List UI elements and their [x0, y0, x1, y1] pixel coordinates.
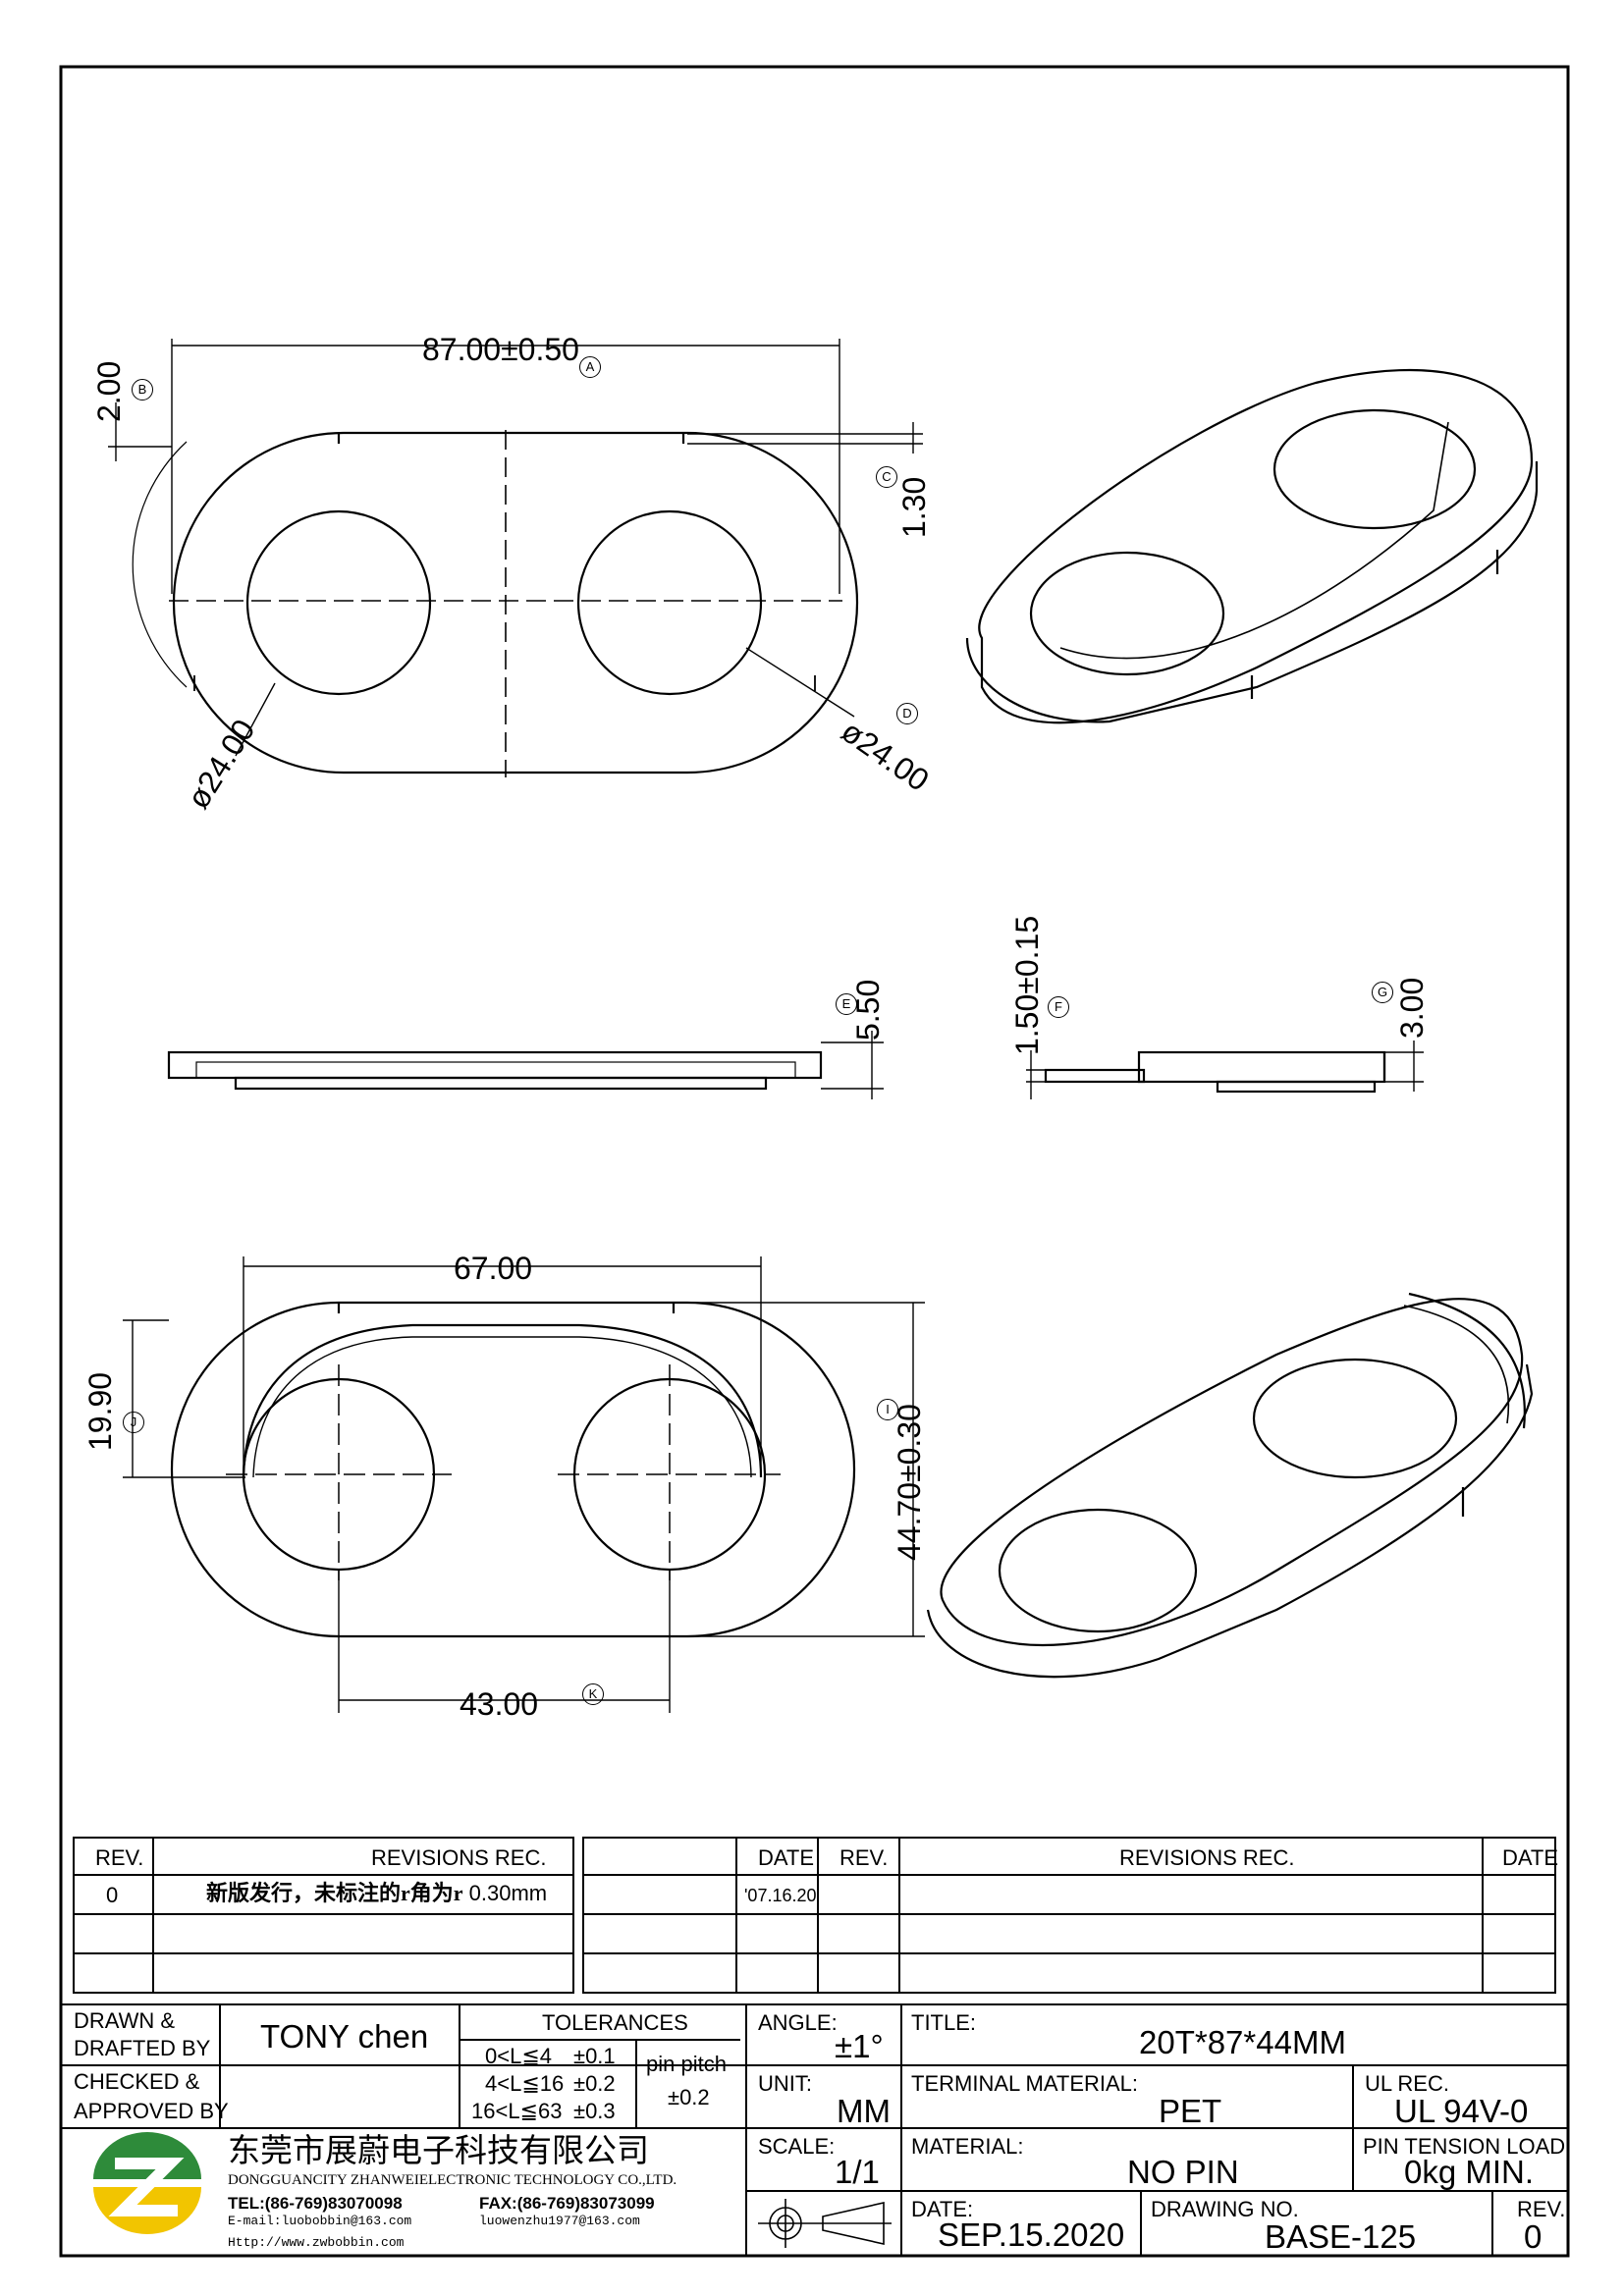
pin-tension-label: PIN TENSION LOAD:	[1363, 2134, 1572, 2159]
company-email-2: luowenzhu1977@163.com	[479, 2214, 640, 2228]
dim-thickness: 1.50±0.15	[1009, 915, 1045, 1055]
tol-value-1: ±0.2	[573, 2071, 616, 2096]
material-value: NO PIN	[1127, 2154, 1239, 2190]
tol-value-2: ±0.3	[573, 2099, 616, 2123]
ref-g: G	[1372, 982, 1393, 1003]
top-view	[108, 339, 923, 777]
drawing-no-label: DRAWING NO.	[1151, 2197, 1299, 2221]
ref-c: C	[876, 466, 897, 488]
terminal-value: PET	[1159, 2093, 1222, 2129]
iso-view-bottom	[926, 1292, 1534, 1679]
side-view	[167, 1031, 884, 1099]
company-tel: TEL:(86-769)83070098	[228, 2194, 403, 2213]
pin-tension-value: 0kg MIN.	[1404, 2154, 1535, 2190]
tol-value-0: ±0.1	[573, 2044, 616, 2068]
pin-pitch-label: pin pitch	[646, 2052, 727, 2076]
approved-label: APPROVED BY	[74, 2099, 229, 2123]
rev-row-0-desc: 新版发行，未标注的r角为r 0.30mm	[206, 1881, 548, 1905]
drawn-value: TONY chen	[260, 2018, 429, 2055]
drafted-label: DRAFTED BY	[74, 2036, 211, 2060]
rev-header-right: REV.	[839, 1845, 889, 1870]
tol-range-1: 4<L≦16	[485, 2071, 565, 2096]
bottom-view	[123, 1256, 925, 1713]
dim-height-total: 5.50	[850, 979, 886, 1041]
company-name-en: DONGGUANCITY ZHANWEIELECTRONIC TECHNOLOG…	[228, 2172, 677, 2188]
company-web: Http://www.zwbobbin.com	[228, 2235, 405, 2250]
dim-inner-span: 67.00	[454, 1251, 533, 1286]
ref-j: J	[123, 1412, 144, 1433]
ref-a: A	[579, 356, 601, 378]
dim-step: 1.30	[896, 476, 932, 538]
dim-length: 87.00±0.50	[422, 332, 579, 367]
ul-label: UL REC.	[1365, 2071, 1449, 2096]
tolerances-label: TOLERANCES	[542, 2010, 688, 2035]
pin-pitch-value: ±0.2	[668, 2085, 710, 2109]
projection-symbol	[758, 2199, 892, 2248]
title-label: TITLE:	[911, 2010, 977, 2035]
title-value: 20T*87*44MM	[1139, 2024, 1346, 2060]
company-fax: FAX:(86-769)83073099	[479, 2194, 655, 2213]
company-logo	[93, 2132, 201, 2234]
rev-label: REV.	[1517, 2197, 1566, 2221]
dim-pitch: 43.00	[460, 1686, 539, 1722]
date-header-right: DATE	[1502, 1845, 1559, 1870]
rec-header-right: REVISIONS REC.	[1119, 1845, 1295, 1870]
rev-row-0: 0	[106, 1883, 119, 1907]
unit-value: MM	[837, 2093, 891, 2129]
dim-lip: 2.00	[91, 360, 127, 422]
unit-label: UNIT:	[758, 2071, 812, 2096]
end-view	[1026, 1041, 1424, 1099]
rev-value: 0	[1524, 2218, 1543, 2255]
drawing-border	[59, 65, 1570, 2258]
material-label: MATERIAL:	[911, 2134, 1024, 2159]
drawn-label: DRAWN &	[74, 2008, 176, 2033]
rec-header-left: REVISIONS REC.	[371, 1845, 547, 1870]
ref-d: D	[896, 703, 918, 724]
revision-table	[73, 1837, 1556, 1994]
ref-k: K	[582, 1683, 604, 1705]
ref-b: B	[132, 379, 153, 400]
ref-i: I	[877, 1399, 898, 1420]
date-value: SEP.15.2020	[938, 2216, 1125, 2253]
dim-rim-height: 3.00	[1394, 977, 1430, 1039]
ref-e: E	[836, 993, 857, 1015]
scale-label: SCALE:	[758, 2134, 836, 2159]
terminal-label: TERMINAL MATERIAL:	[911, 2071, 1139, 2096]
tol-range-0: 0<L≦4	[485, 2044, 552, 2068]
checked-label: CHECKED &	[74, 2069, 200, 2094]
angle-label: ANGLE:	[758, 2010, 838, 2035]
angle-value: ±1°	[835, 2028, 884, 2064]
dim-width: 44.70±0.30	[892, 1404, 927, 1561]
date-label: DATE:	[911, 2197, 974, 2221]
rev-row-0-date: '07.16.20	[744, 1886, 817, 1905]
rev-header-left: REV.	[95, 1845, 144, 1870]
company-email: E-mail:luobobbin@163.com	[228, 2214, 412, 2228]
scale-value: 1/1	[835, 2154, 880, 2190]
ref-f: F	[1048, 996, 1069, 1018]
tol-range-2: 16<L≦63	[471, 2099, 563, 2123]
company-name-cn: 东莞市展蔚电子科技有限公司	[228, 2134, 649, 2169]
date-header-left: DATE	[758, 1845, 815, 1870]
dim-offset: 19.90	[82, 1371, 118, 1451]
ul-value: UL 94V-0	[1394, 2093, 1529, 2129]
drawing-no-value: BASE-125	[1265, 2218, 1417, 2255]
title-block	[61, 2003, 1568, 2256]
iso-view-top	[965, 368, 1539, 724]
